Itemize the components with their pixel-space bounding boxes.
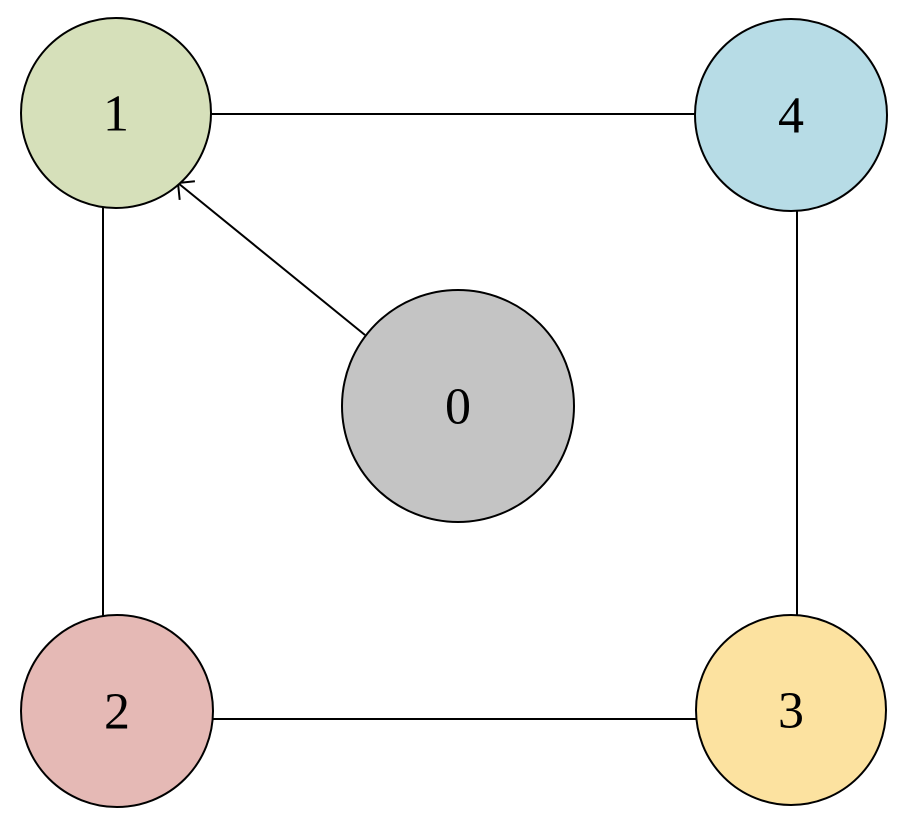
node-label-3: 3 <box>778 683 804 740</box>
node-2 <box>20 614 214 808</box>
node-label-1: 1 <box>103 86 129 143</box>
node-label-4: 4 <box>778 88 804 145</box>
node-4 <box>694 18 888 212</box>
node-0 <box>341 289 575 523</box>
node-label-2: 2 <box>104 684 130 741</box>
node-1 <box>20 17 212 209</box>
node-3 <box>695 614 887 806</box>
node-label-0: 0 <box>445 379 471 436</box>
edge-0-1 <box>177 182 366 336</box>
